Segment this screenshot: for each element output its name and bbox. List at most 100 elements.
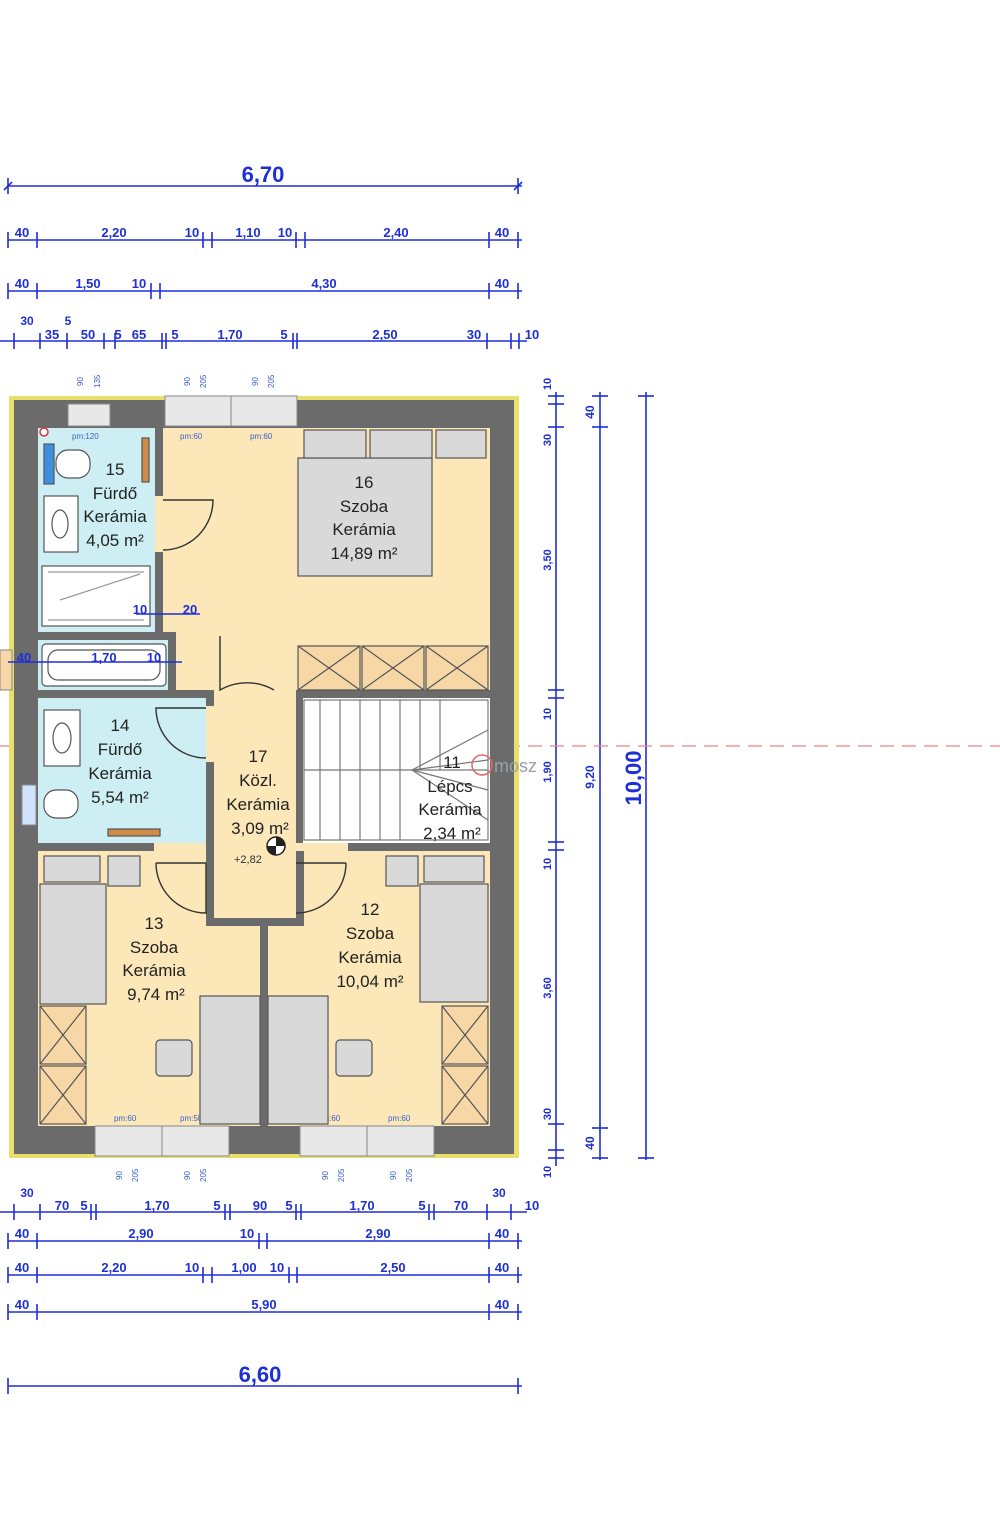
dim-label: 40 [15,1260,29,1275]
dim-label: 70 [454,1198,468,1213]
dim-label: 40 [495,1297,509,1312]
room-number: 12 [361,900,380,919]
watermark: mosz [471,754,537,776]
dim-label: 10 [132,276,146,291]
dim-label: 40 [495,1260,509,1275]
dim-label: 40 [15,1226,29,1241]
dim-label: 3,50 [542,549,554,570]
room-label-17: 17 Közl. Kerámia 3,09 m² [226,747,290,838]
door-swing [219,636,275,692]
window-tag: 205 [199,1168,208,1182]
dim-label: 70 [55,1198,69,1213]
toilet-icon [43,789,79,819]
furniture [39,427,489,1125]
dim-label: 30 [20,1186,34,1200]
wardrobe-icon [297,645,489,691]
dim-label: 4,30 [311,276,336,291]
bed-icon [39,883,107,1005]
wardrobe-icon [441,1005,489,1125]
dim-label: 10 [133,602,147,617]
dim-label: 10 [542,378,554,390]
dim-label: 10 [278,225,292,240]
room-floor: Kerámia [122,961,186,980]
room-floor: Kerámia [88,764,152,783]
dim-label: 1,70 [217,327,242,342]
level-value: +2,82 [234,854,262,866]
interior-wall [38,632,173,640]
room-number: 13 [145,914,164,933]
door-swing [155,862,207,914]
window-tag: 205 [131,1168,140,1182]
room-labels: 15 Fürdő Kerámia 4,05 m² 16 Szoba Kerámi… [83,460,482,1004]
room-number: 17 [249,747,268,766]
staircase-icon [303,699,489,841]
interior-wall [296,851,304,926]
dim-label: 2,20 [101,225,126,240]
dim-label: 40 [17,650,31,665]
room-area: 10,04 m² [336,972,403,991]
dim-label: 3,60 [542,977,554,998]
dim-label: 2,20 [101,1260,126,1275]
shower-icon [41,565,151,627]
window-tag: pm:50 [180,1114,203,1123]
room-floor: Kerámia [226,795,290,814]
dim-label: 40 [495,225,509,240]
inner-dimensions: 10 20 40 1,70 10 [8,602,200,665]
window-tag: 205 [405,1168,414,1182]
dim-label: 35 [45,327,59,342]
window [0,649,13,691]
dim-label: 10 [240,1226,254,1241]
dim-label: 40 [583,405,597,419]
room-area: 5,54 m² [91,788,149,807]
interior-wall [260,926,268,1126]
dim-label: 65 [132,327,146,342]
room-floor: Kerámia [83,507,147,526]
dim-label: 40 [15,1297,29,1312]
interior-wall [38,690,214,698]
window [67,403,111,427]
window [21,784,37,826]
dim-label: 10 [185,1260,199,1275]
desk-icon [267,995,329,1125]
dim-label: 40 [495,276,509,291]
window-tag: 90 [76,377,85,386]
room-number: 11 [443,753,461,772]
dim-label: 20 [183,602,197,617]
dim-label: 2,50 [372,327,397,342]
alarm-icon [39,427,49,437]
room-area: 2,34 m² [423,824,481,843]
dim-label: 5 [80,1198,87,1213]
dim-label: 10 [185,225,199,240]
towel-rail-icon [141,437,150,483]
dim-label: 10 [542,708,554,720]
window-tag: 90 [115,1171,124,1180]
room-floor: Kerámia [418,800,482,819]
dim-label: 40 [583,1136,597,1150]
door-swing [155,707,207,759]
dim-label: 9,20 [583,765,597,789]
room-label-14: 14 Fürdő Kerámia 5,54 m² [88,716,152,807]
dim-label: 10 [542,858,554,870]
door-swing [162,499,214,551]
window-tag: 90 [389,1171,398,1180]
dim-label: 40 [495,1226,509,1241]
window-tag: 90 [183,1171,192,1180]
cistern-icon [43,443,55,485]
interior-wall [296,843,490,851]
interior-wall [38,843,214,851]
doors [155,499,347,914]
window-tag: pm:60 [114,1114,137,1123]
dim-label: 2,90 [128,1226,153,1241]
window-tag: pm:60 [318,1114,341,1123]
interior-wall [206,698,214,843]
dim-label: 50 [81,327,95,342]
room-area: 3,09 m² [231,819,289,838]
dim-label: 1,70 [91,650,116,665]
room-name: Fürdő [93,484,137,503]
dim-label: 5 [418,1198,425,1213]
dim-label: 5 [114,327,121,342]
bed-icon [419,883,489,1003]
dim-label: 1,90 [542,761,554,782]
room-label-15: 15 Fürdő Kerámia 4,05 m² [83,460,147,550]
interior-wall [214,918,304,926]
